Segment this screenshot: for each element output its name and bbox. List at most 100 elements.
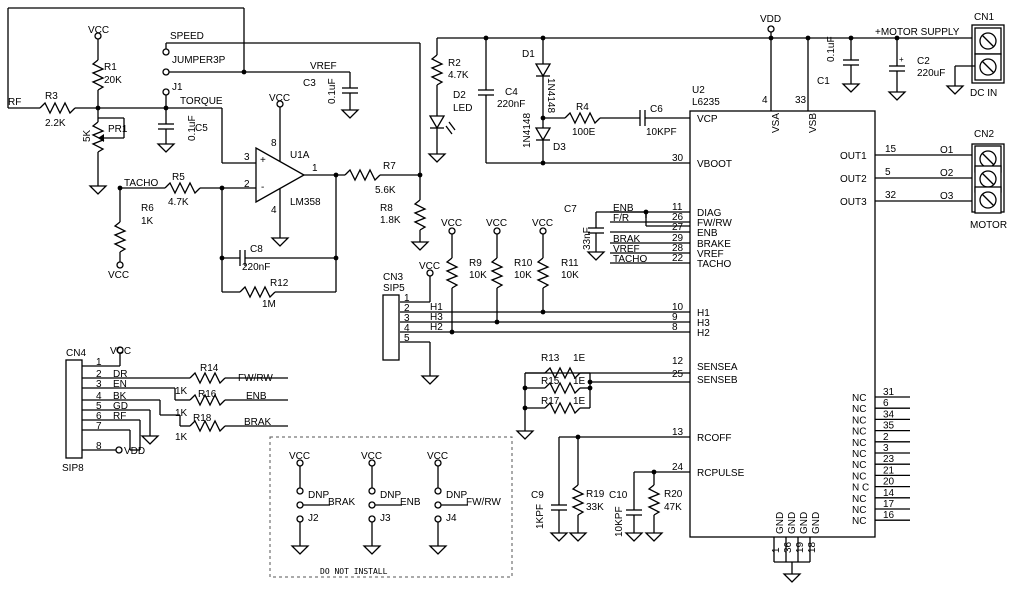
u2-vsb-label: VSB — [808, 113, 819, 133]
vref-net-label: VREF — [310, 61, 337, 72]
u2-out-num: 32 — [885, 190, 897, 201]
vcc-label-opamp: VCC — [269, 93, 290, 104]
r10-value: 10K — [514, 270, 532, 281]
vcc-label-r6: VCC — [108, 270, 129, 281]
r1-value: 20K — [104, 75, 122, 86]
d3-value: 1N4148 — [522, 113, 533, 148]
r3-value: 2.2K — [45, 118, 66, 129]
u2-pin-label-vboot: VBOOT — [697, 159, 732, 170]
cn4-net-label: RF — [113, 411, 126, 422]
vcc-label-r9: VCC — [441, 218, 462, 229]
motor-net-label: O2 — [940, 168, 954, 179]
u2-pin-label-sensea: SENSEA — [697, 362, 738, 373]
u2-nc-label: NC — [852, 516, 866, 527]
u2-pin-num: 24 — [672, 462, 684, 473]
cn3-pin-num: 1 — [404, 293, 410, 304]
r19-value: 33K — [586, 502, 604, 513]
u2-nc-label: NC — [852, 438, 866, 449]
jumper-net-label: FW/RW — [466, 497, 501, 508]
u2-pin-label-vref: VREF — [697, 249, 724, 260]
c1-ref: C1 — [817, 76, 830, 87]
u2-nc-label: NC — [852, 460, 866, 471]
u2-pin-num: 26 — [672, 212, 684, 223]
u2-nc-num: 6 — [883, 398, 889, 409]
d2-value: LED — [453, 103, 472, 114]
vcc-label-r11: VCC — [532, 218, 553, 229]
c3-ref: C3 — [303, 78, 316, 89]
r8-value: 1.8K — [380, 215, 401, 226]
u2-pin-num: 13 — [672, 427, 684, 438]
u1a-pin8: 8 — [271, 138, 277, 149]
u2-nc-label: NC — [852, 471, 866, 482]
d1-value: 1N4148 — [545, 78, 556, 113]
u2-nc-label: NC — [852, 449, 866, 460]
svg-text:+: + — [899, 55, 904, 64]
cn4-net-label: DR — [113, 369, 127, 380]
c2-ref: C2 — [917, 56, 930, 67]
d3-ref: D3 — [553, 142, 566, 153]
motor-net-label: O1 — [940, 145, 954, 156]
cn4-pin-num: 1 — [96, 357, 102, 368]
cn3-pin-num: 2 — [404, 303, 410, 314]
u1a-value: LM358 — [290, 197, 321, 208]
r17-ref: R17 — [541, 396, 560, 407]
r20-value: 47K — [664, 502, 682, 513]
u2-gnd-num: 36 — [783, 541, 794, 553]
r7-ref: R7 — [383, 161, 396, 172]
cn3-pin-num: 4 — [404, 323, 410, 334]
vdd-label-cn4: VDD — [124, 446, 145, 457]
c4-value: 220nF — [497, 99, 525, 110]
u2-pin-num: 10 — [672, 302, 684, 313]
u1a-pin2: 2 — [244, 179, 250, 190]
cn2-ref: CN2 — [974, 129, 994, 140]
u2-pin-label-enb: ENB — [697, 228, 718, 239]
h2-label: H2 — [430, 322, 443, 333]
c8-value: 220nF — [242, 262, 270, 273]
u2-pin-label-brake: BRAKE — [697, 239, 731, 250]
r19-ref: R19 — [586, 489, 605, 500]
r12-ref: R12 — [270, 278, 289, 289]
u2-pin-label-vcp: VCP — [697, 114, 718, 125]
vcc-label-cn4: VCC — [110, 346, 131, 357]
cn2-label: MOTOR — [970, 220, 1007, 231]
u2-nc-num: 16 — [883, 510, 895, 521]
u2-nc-num: 2 — [883, 432, 889, 443]
ctrl-net-label: VREF — [613, 244, 640, 255]
r4-ref: R4 — [576, 102, 589, 113]
u2-gnd-num: 1 — [771, 547, 782, 553]
u1a-pin4: 4 — [271, 205, 277, 216]
u2-gnd-label: GND — [811, 512, 822, 534]
vcc-label-cn3: VCC — [419, 261, 440, 272]
r9-value: 10K — [469, 270, 487, 281]
u2-pin-num: 29 — [672, 233, 684, 244]
tacho-net-label: TACHO — [124, 178, 158, 189]
u2-pin-num: 27 — [672, 222, 684, 233]
cn2-connector: CN2 MOTOR — [970, 129, 1007, 231]
d1-ref: D1 — [522, 49, 535, 60]
r4-value: 100E — [572, 127, 596, 138]
r3-ref: R3 — [45, 91, 58, 102]
c3-value: 0.1uF — [327, 78, 338, 104]
r2-ref: R2 — [448, 58, 461, 69]
vcc-label-dnp: VCC — [361, 451, 382, 462]
u2-pin-num: 12 — [672, 356, 684, 367]
u2-value: L6235 — [692, 97, 720, 108]
c1-value: 0.1uF — [826, 36, 837, 62]
c5-value: 0.1uF — [187, 115, 198, 141]
cn4-pin-num: 6 — [96, 411, 102, 422]
r5-ref: R5 — [172, 172, 185, 183]
j1-label: J1 — [172, 82, 183, 93]
r17-value: 1E — [573, 396, 586, 407]
u2-pin-num: 28 — [672, 243, 684, 254]
d2-ref: D2 — [453, 90, 466, 101]
dnp-label: DNP — [446, 490, 467, 501]
rf-label: RF — [8, 97, 21, 108]
ctrl-net-label: F/R — [613, 213, 629, 224]
r12-value: 1M — [262, 299, 276, 310]
r20-ref: R20 — [664, 489, 683, 500]
